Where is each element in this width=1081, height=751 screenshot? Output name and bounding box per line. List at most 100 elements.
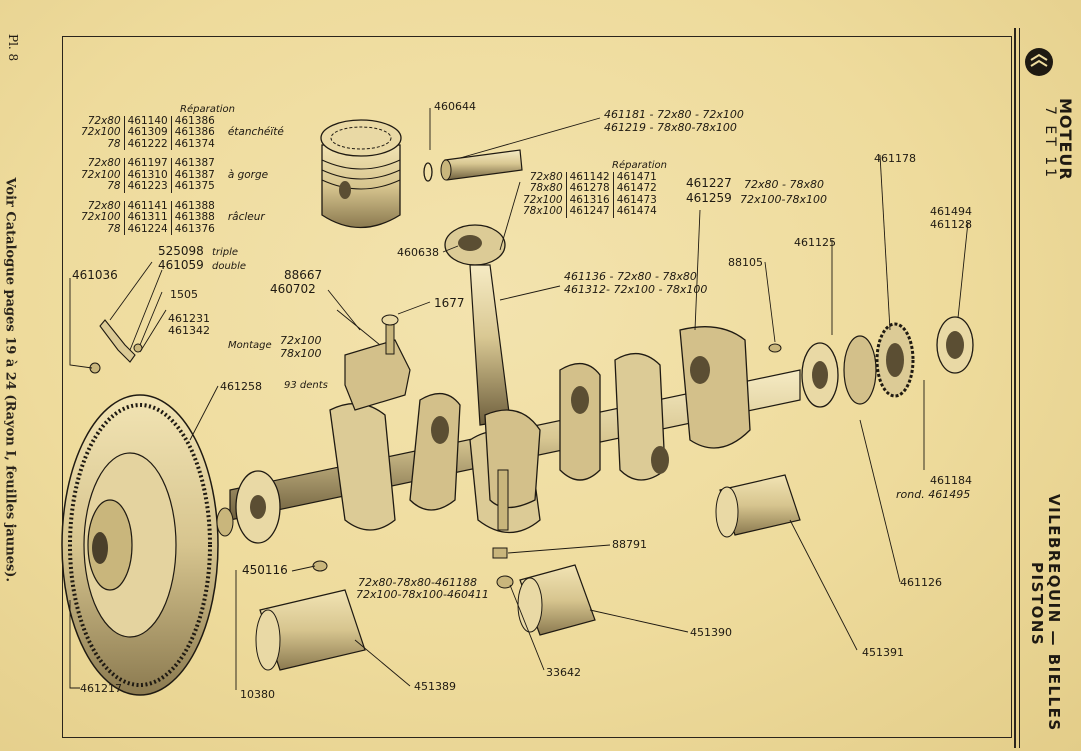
part-label: 461494 [930, 205, 972, 218]
gudgeon-pin [423, 149, 523, 182]
table-cell: 72x80 [87, 114, 121, 127]
table-cell: 461388 [170, 200, 218, 212]
part-label: 460702 [270, 282, 316, 296]
montage-label: Montage [228, 340, 272, 351]
part-label: 461136 - 72x80 - 78x80 [564, 270, 697, 283]
plug-450116 [312, 560, 328, 572]
table-cell: 72x80 [87, 157, 121, 169]
part-label: 10380 [240, 688, 275, 701]
part-label: 88105 [728, 256, 763, 269]
frame-rule [1014, 28, 1016, 748]
table-cell: 461142 [565, 171, 614, 183]
table-cell: 461376 [170, 223, 218, 235]
part-label: triple [212, 247, 239, 258]
part-label: 72x80 - 78x80 [744, 178, 824, 191]
table-cell: 461386 [170, 115, 218, 127]
part-label: 461342 [168, 324, 210, 337]
table-cell: 78 [107, 222, 121, 235]
table-cell: 461387 [170, 169, 218, 181]
part-label: 460638 [397, 246, 439, 259]
nut-33642 [496, 575, 514, 589]
rod-table-header: Réparation [612, 160, 667, 171]
table-cell: 461375 [170, 180, 218, 193]
frame-rule-thin [1019, 28, 1020, 748]
part-label: 461059 [158, 258, 204, 272]
part-label: 451389 [414, 680, 456, 693]
bracket-bolt [89, 319, 143, 374]
part-label: 33642 [546, 666, 581, 679]
crankshaft [229, 326, 877, 544]
table-cell: 78x100 [523, 205, 563, 217]
part-label: 461181 - 72x80 - 72x100 [604, 108, 744, 121]
table-cell: 461316 [565, 194, 614, 206]
part-label: 450116 [242, 563, 288, 577]
table-cell: 461387 [170, 157, 218, 170]
part-label: 461217 [80, 682, 122, 695]
part-label: 451391 [862, 646, 904, 659]
table-cell: 72x100 [81, 168, 121, 181]
part-label: 461219 - 78x80-78x100 [604, 121, 737, 134]
part-label: 461231 [168, 312, 210, 325]
table-cell: 461223 [123, 180, 172, 193]
part-label: 461259 [686, 191, 732, 205]
table-cell: 72x100 [523, 193, 563, 206]
part-label: 461128 [930, 218, 972, 231]
part-label: double [212, 261, 247, 272]
part-label: 461178 [874, 152, 916, 165]
part-label: 88791 [612, 538, 647, 551]
ring-type-label: étanchéïté [227, 126, 284, 138]
part-label: 72x80-78x80-461188 [358, 576, 477, 589]
part-label: 93 dents [284, 380, 328, 391]
table-cell: 78 [107, 180, 121, 192]
piston [320, 119, 402, 229]
part-label: 461125 [794, 236, 836, 249]
part-label: 461184 [930, 474, 972, 487]
clamp-block [344, 314, 411, 411]
part-label: 88667 [284, 268, 323, 282]
part-label: 461126 [900, 576, 942, 589]
table-cell: 78x80 [529, 182, 563, 194]
part-label: 461227 [686, 176, 732, 190]
part-label: 525098 [158, 244, 204, 258]
bearing-shell-451391 [715, 474, 801, 538]
table-cell: 461222 [123, 138, 172, 150]
part-label: 451390 [690, 626, 732, 639]
part-label: 72x100-78x100-460411 [356, 588, 489, 601]
table-cell: 78 [107, 137, 121, 150]
key-88791 [492, 547, 508, 559]
bush-10380 [216, 507, 234, 537]
bearing-shell-451389 [255, 589, 366, 671]
piston-table-header: Réparation [180, 104, 235, 115]
table-cell: 461141 [123, 200, 172, 212]
part-label: 461258 [220, 380, 262, 393]
table-cell: 72x80 [529, 170, 563, 183]
ring-type-label: à gorge [227, 168, 269, 181]
table-cell: 461140 [123, 115, 172, 127]
part-label: 461036 [72, 268, 118, 282]
ring-type-label: râcleur [227, 211, 265, 223]
part-label: 460644 [434, 100, 476, 113]
part-label: 461312- 72x100 - 78x100 [564, 283, 708, 296]
table-cell: 461473 [612, 194, 660, 206]
part-label: 1505 [170, 288, 198, 301]
table-cell: 72x100 [81, 211, 121, 223]
table-cell: 461197 [123, 157, 172, 170]
timing-sprocket [875, 316, 974, 398]
table-cell: 461278 [565, 182, 614, 195]
connecting-rod [444, 224, 541, 531]
